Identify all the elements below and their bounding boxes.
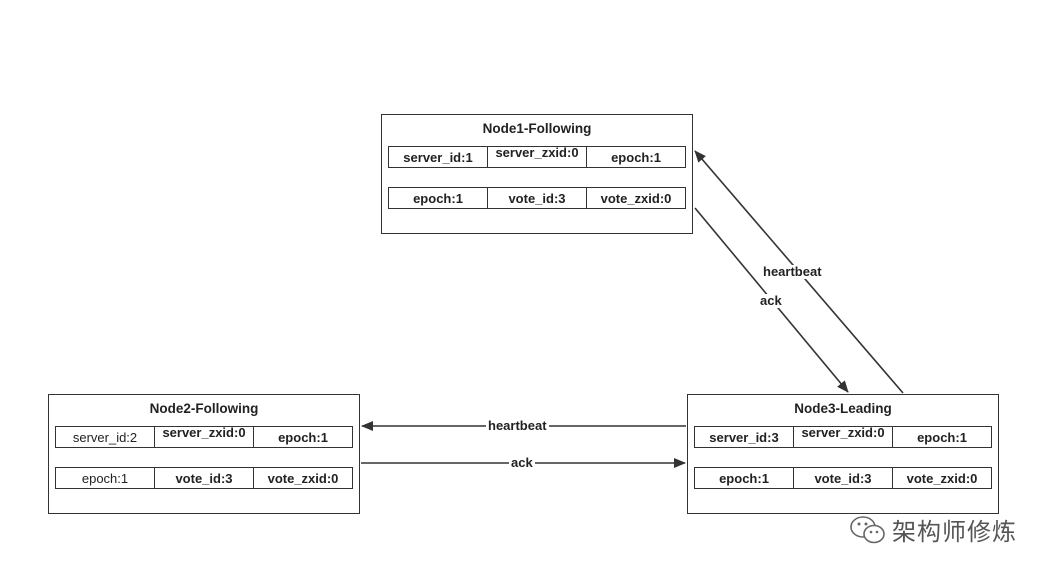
node1-server-id: server_id:1 (389, 147, 488, 167)
edge-label-heartbeat-n1: heartbeat (761, 264, 824, 279)
node3-epoch: epoch:1 (917, 429, 967, 445)
node1-box: Node1-Following server_id:1 server_zxid:… (381, 114, 693, 234)
node3-title: Node3-Leading (794, 401, 892, 416)
node1-server-row: server_id:1 server_zxid:0 epoch:1 (388, 146, 686, 168)
watermark-text: 架构师修炼 (892, 518, 1017, 546)
node2-server-zxid: server_zxid:0 (155, 427, 254, 447)
node2-vote-row: epoch:1 vote_id:3 vote_zxid:0 (55, 467, 353, 489)
node1-server-zxid: server_zxid:0 (488, 147, 587, 167)
node3-vote-epoch: epoch:1 (695, 468, 794, 488)
node2-box: Node2-Following server_id:2 server_zxid:… (48, 394, 360, 514)
node3-vote-row: epoch:1 vote_id:3 vote_zxid:0 (694, 467, 992, 489)
node1-vote-row: epoch:1 vote_id:3 vote_zxid:0 (388, 187, 686, 209)
edge-label-ack-n1: ack (758, 293, 784, 308)
edge-label-heartbeat-n2: heartbeat (486, 418, 549, 433)
node3-box: Node3-Leading server_id:3 server_zxid:0 … (687, 394, 999, 514)
node2-epoch: epoch:1 (278, 429, 328, 445)
node1-epoch: epoch:1 (611, 149, 661, 165)
node3-server-zxid: server_zxid:0 (794, 427, 893, 447)
node2-vote-epoch: epoch:1 (56, 468, 155, 488)
edge-label-ack-n2: ack (509, 455, 535, 470)
node3-vote-id: vote_id:3 (794, 468, 893, 488)
watermark: 架构师修炼 (848, 512, 1017, 547)
node2-server-id: server_id:2 (56, 427, 155, 447)
node2-vote-zxid: vote_zxid:0 (267, 470, 339, 486)
node3-server-row: server_id:3 server_zxid:0 epoch:1 (694, 426, 992, 448)
node1-vote-zxid: vote_zxid:0 (600, 190, 672, 206)
node2-title: Node2-Following (149, 401, 259, 416)
node3-server-id: server_id:3 (695, 427, 794, 447)
node1-vote-id: vote_id:3 (488, 188, 587, 208)
node2-vote-id: vote_id:3 (155, 468, 254, 488)
node1-title: Node1-Following (482, 121, 592, 136)
wechat-icon (850, 515, 885, 543)
node2-server-row: server_id:2 server_zxid:0 epoch:1 (55, 426, 353, 448)
node1-vote-epoch: epoch:1 (389, 188, 488, 208)
node3-vote-zxid: vote_zxid:0 (906, 470, 978, 486)
